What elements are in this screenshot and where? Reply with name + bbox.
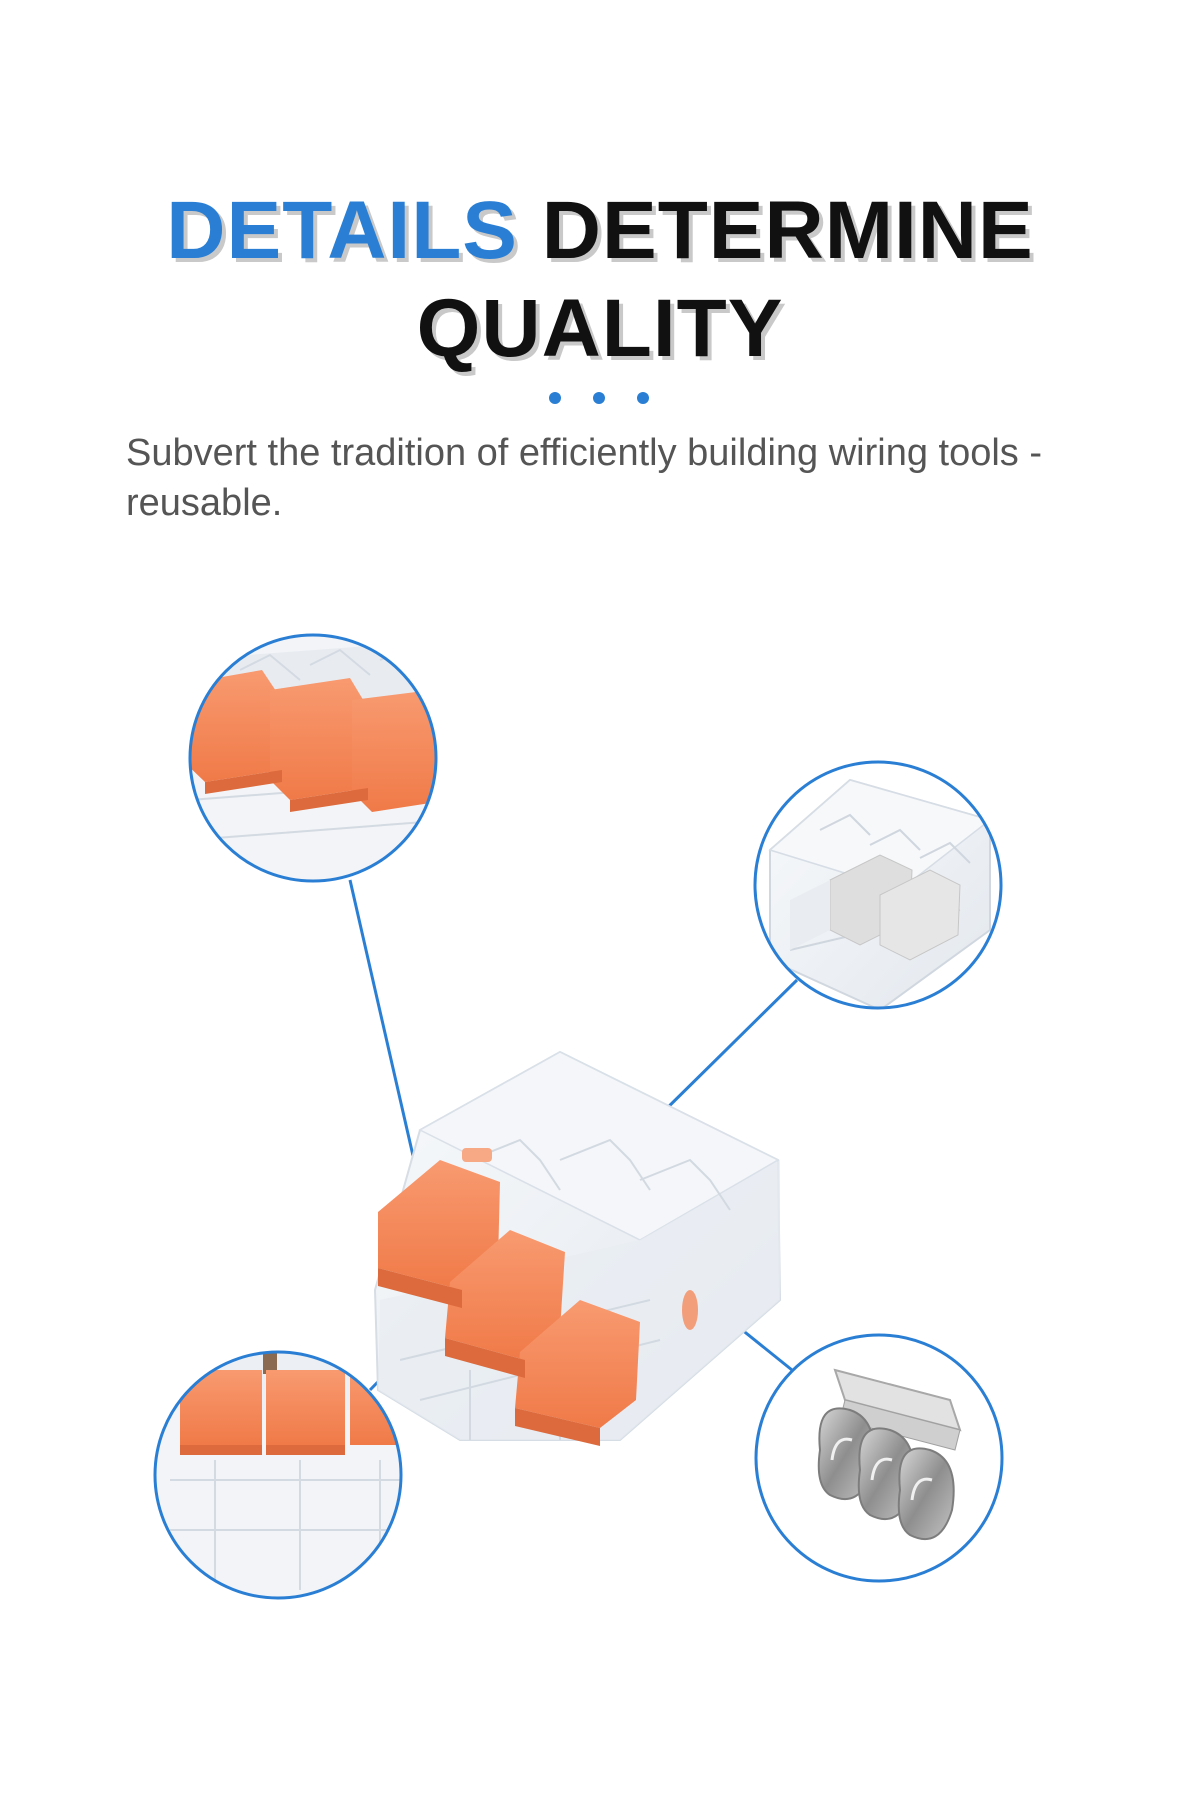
subtitle: Subvert the tradition of efficiently bui… [126,432,1043,524]
headline-line-2: QUALITY [416,283,784,374]
orange-lever-closeup-icon [190,635,436,881]
callout-transparent-housing [753,760,1003,1010]
headline-line-1: DETAILS DETERMINE [0,190,1200,272]
dot-icon [637,392,649,404]
callout-line [348,879,424,1196]
callout-metal-clamp [754,1333,1004,1583]
wire-connector-product [373,1050,782,1446]
dots-divider [545,392,655,406]
dot-icon [593,392,605,404]
callout-line [653,978,799,1122]
dot-icon [549,392,561,404]
headline-accent-word: DETAILS [166,185,518,276]
headline-dark-word: DETERMINE [541,185,1034,276]
product-illustration [153,633,1004,1600]
callout-orange-levers [188,633,438,883]
metal-clamp-closeup-icon [817,1368,962,1540]
grey-lever-closeup-icon [768,778,992,1008]
